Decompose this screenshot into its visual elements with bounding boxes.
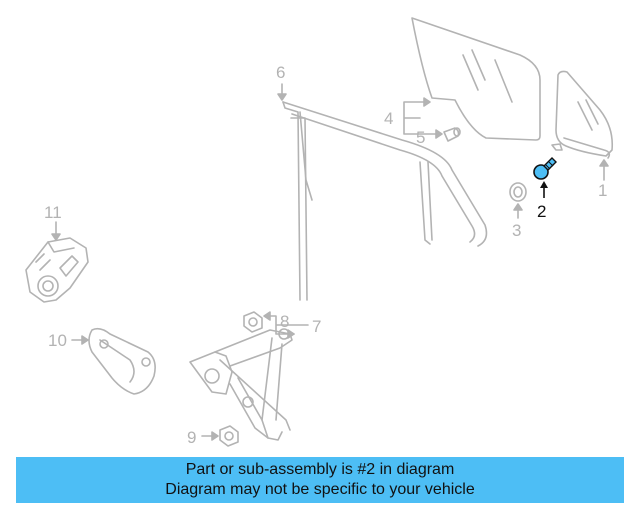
callout-3: 3 xyxy=(512,221,521,240)
banner-part-notice: Part or sub-assembly is #2 in diagram xyxy=(185,461,455,478)
callout-4: 4 xyxy=(384,109,393,128)
window-motor-part xyxy=(25,237,89,303)
grommet-part xyxy=(509,182,527,202)
window-regulator-part xyxy=(189,328,293,441)
callout-7: 7 xyxy=(312,317,321,336)
banner-disclaimer: Diagram may not be specific to your vehi… xyxy=(165,481,475,498)
callout-11: 11 xyxy=(44,203,62,222)
callout-8: 8 xyxy=(280,312,289,331)
callout-5: 5 xyxy=(416,128,425,147)
parts-diagram: 1 2 3 4 5 6 7 8 9 10 11 xyxy=(25,17,614,447)
glass-fastener-part xyxy=(443,127,461,142)
nut-part xyxy=(243,311,263,333)
callout-1: 1 xyxy=(598,181,607,200)
info-banner: Part or sub-assembly is #2 in diagram Di… xyxy=(16,457,624,503)
callout-10: 10 xyxy=(48,331,67,350)
highlighted-screw-part-2[interactable] xyxy=(533,157,557,198)
door-glass-part xyxy=(411,17,541,141)
callout-6: 6 xyxy=(276,63,285,82)
leader-lines xyxy=(51,83,609,441)
quarter-glass-part xyxy=(551,70,614,159)
mounting-plate-part xyxy=(88,327,156,395)
regulator-nut-part xyxy=(219,425,239,447)
callout-9: 9 xyxy=(187,428,196,447)
callout-2[interactable]: 2 xyxy=(537,202,546,221)
run-channel-part xyxy=(282,101,488,301)
